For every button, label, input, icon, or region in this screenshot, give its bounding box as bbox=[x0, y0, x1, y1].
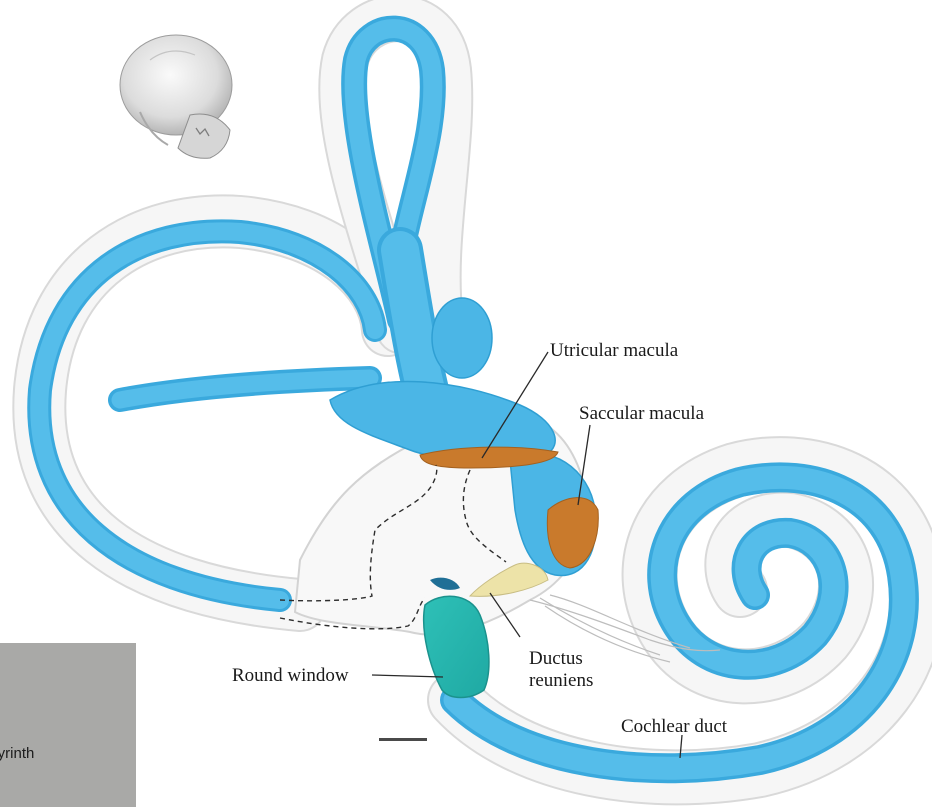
ductus-reuniens-label-line1: Ductus bbox=[529, 648, 583, 669]
round-window-label: Round window bbox=[232, 665, 349, 686]
cochlear-duct-label: Cochlear duct bbox=[621, 716, 727, 737]
scale-bar bbox=[379, 738, 427, 741]
saccular-macula-label: Saccular macula bbox=[579, 403, 704, 424]
saccular-macula bbox=[547, 498, 598, 568]
skull-icon bbox=[120, 35, 232, 158]
utricular-macula-label: Utricular macula bbox=[550, 340, 678, 361]
ampulla-bulge bbox=[432, 298, 492, 378]
legend-text: abyrinth bbox=[0, 745, 34, 762]
ductus-reuniens-label-line2: reuniens bbox=[529, 670, 593, 691]
legend-box: abyrinth bbox=[0, 643, 136, 807]
